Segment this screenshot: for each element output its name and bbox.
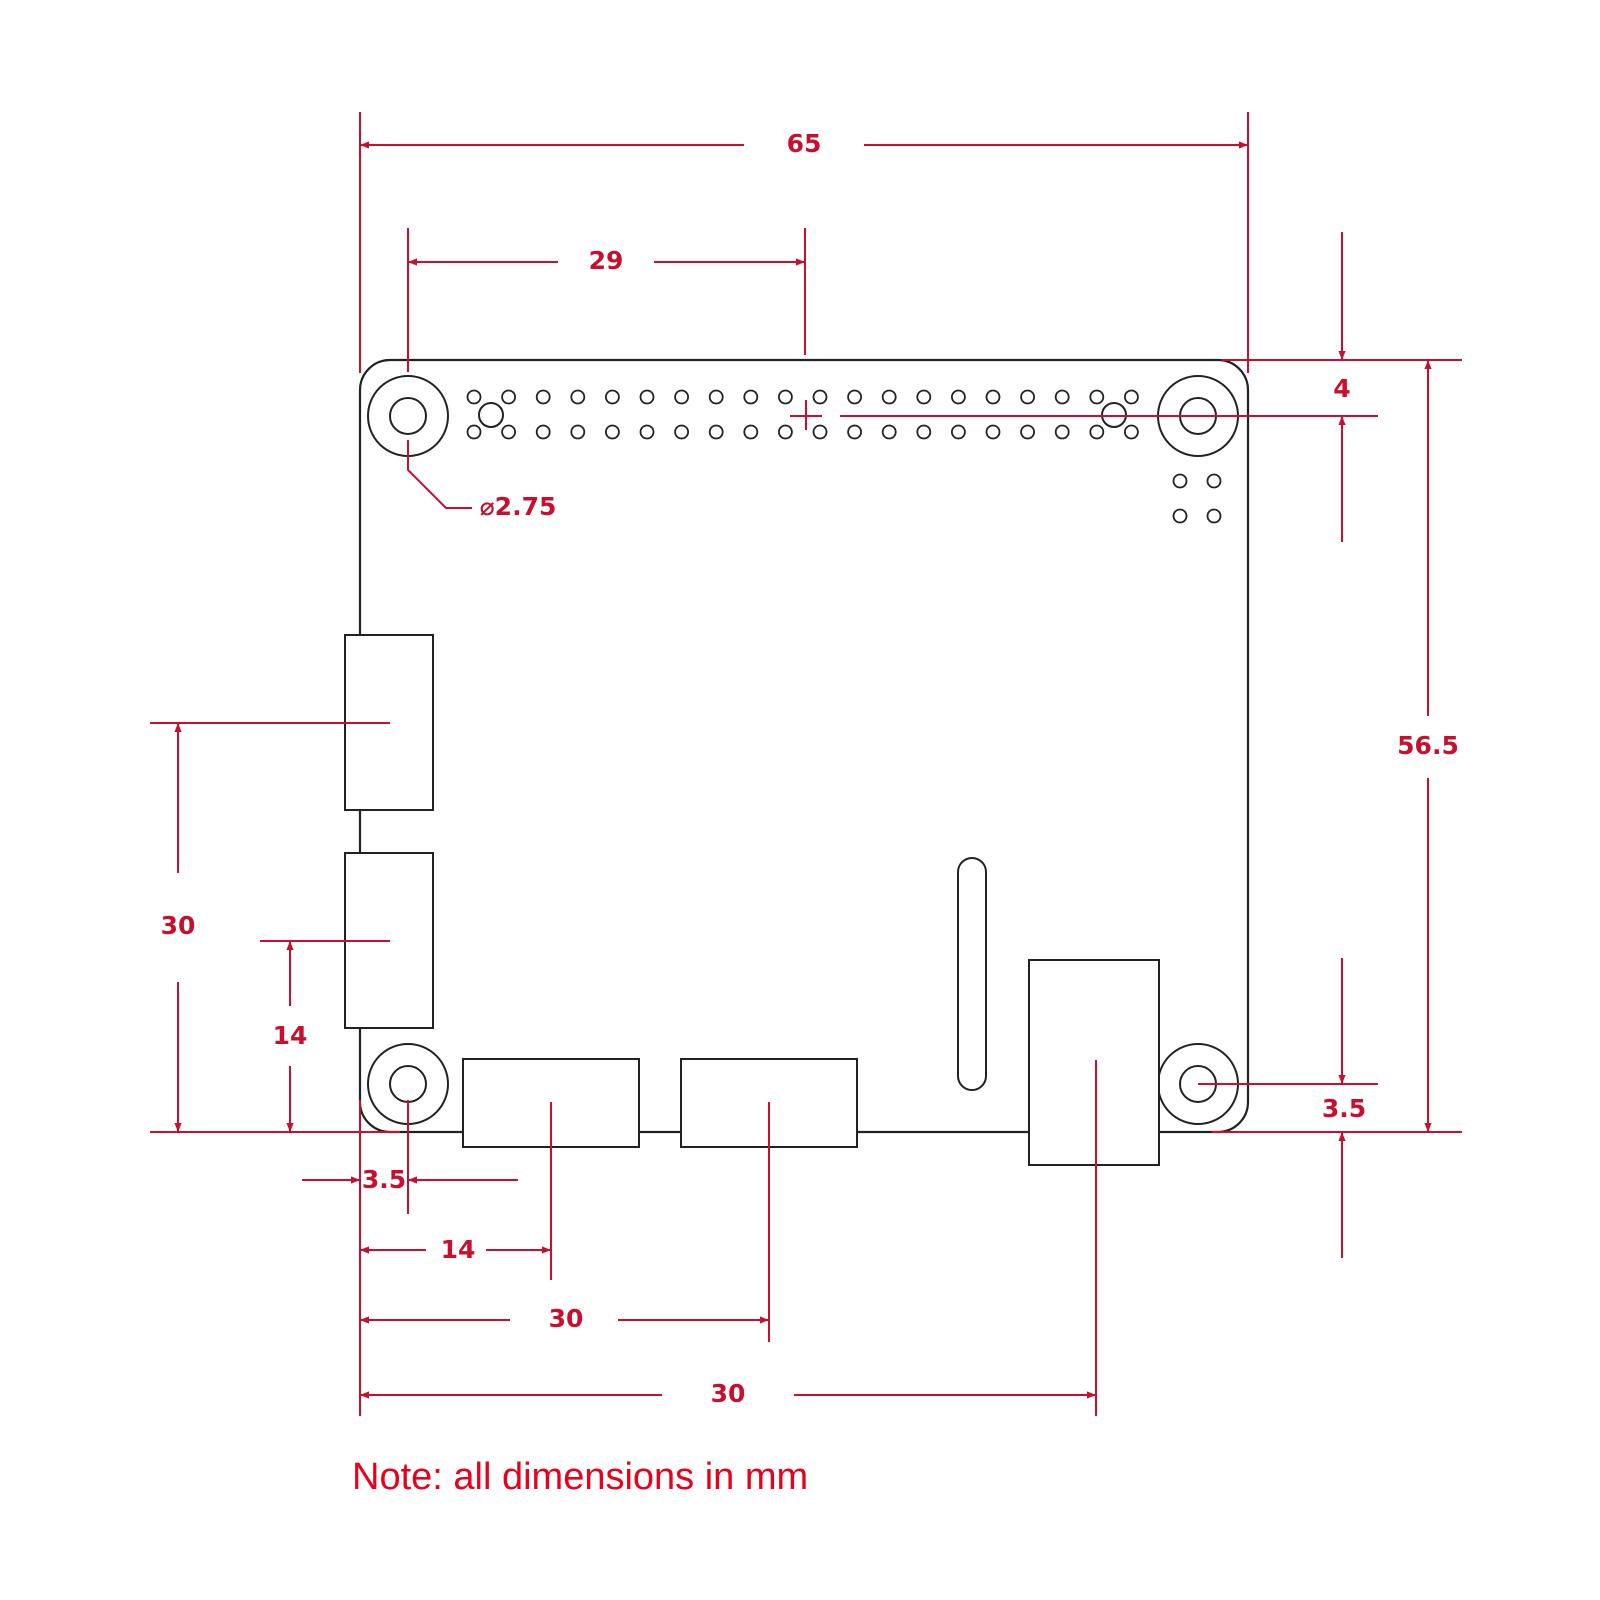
dim-header-offset: 4 xyxy=(790,232,1462,542)
header-pin xyxy=(605,424,620,440)
dim-bottom-second-label: 30 xyxy=(549,1304,584,1333)
header-pin xyxy=(951,424,966,440)
header-pin xyxy=(985,389,1001,405)
header-pin xyxy=(1054,424,1070,440)
header-pin xyxy=(501,389,517,405)
header-pin xyxy=(1124,424,1139,440)
dim-left-span: 30 xyxy=(150,722,400,1133)
header-pin xyxy=(985,424,1001,440)
header-pin xyxy=(743,424,759,440)
header-pin xyxy=(951,389,966,405)
dim-hole-pitch: 29 xyxy=(407,228,806,372)
dim-left-lower-label: 14 xyxy=(273,1021,308,1050)
small-pin xyxy=(1172,508,1188,524)
dim-board-height: 56.5 xyxy=(1212,360,1462,1133)
header-pin xyxy=(708,424,724,440)
header-pin xyxy=(812,424,828,440)
header-pin xyxy=(1020,389,1035,405)
dim-header-offset-label: 4 xyxy=(1333,374,1350,403)
header-pin xyxy=(881,424,897,440)
dim-hole-diameter-label: ⌀2.75 xyxy=(480,492,557,521)
header-pin xyxy=(778,424,793,440)
header-pin xyxy=(570,389,586,405)
header-pin xyxy=(466,424,482,440)
header-pin xyxy=(812,389,828,405)
header-pin xyxy=(1124,389,1139,405)
header-pin xyxy=(743,389,759,405)
header-pin xyxy=(570,424,586,440)
header-pin xyxy=(605,389,620,405)
small-pin xyxy=(1206,508,1222,524)
small-pin xyxy=(1206,473,1222,489)
header-pin xyxy=(847,424,862,440)
dim-corner-offset-y-label: 3.5 xyxy=(1322,1094,1366,1123)
pin-group-2x2 xyxy=(1172,473,1222,524)
header-pin xyxy=(466,389,482,405)
header-pin xyxy=(501,424,517,440)
header-pin xyxy=(1089,424,1105,440)
dim-hole-diameter: ⌀2.75 xyxy=(407,440,557,521)
header-pin xyxy=(535,389,551,405)
header-pin xyxy=(916,389,932,405)
header-pin xyxy=(778,389,793,405)
units-note: Note: all dimensions in mm xyxy=(352,1456,809,1498)
header-pin xyxy=(1020,424,1035,440)
dim-board-width-label: 65 xyxy=(787,129,822,158)
header-pin xyxy=(674,389,689,405)
dim-bottom-second: 30 xyxy=(360,1102,770,1342)
slot xyxy=(957,857,987,1091)
dim-left-lower: 14 xyxy=(260,940,390,1132)
dim-corner-offset-x-label: 3.5 xyxy=(362,1165,406,1194)
dim-bottom-first-label: 14 xyxy=(441,1235,476,1264)
header-pin xyxy=(881,389,897,405)
header-pin xyxy=(639,389,655,405)
header-pin xyxy=(639,424,655,440)
dim-hole-pitch-label: 29 xyxy=(589,246,624,275)
dim-corner-offset-y: 3.5 xyxy=(1198,958,1378,1258)
header-marker-left xyxy=(478,402,504,428)
header-pin xyxy=(535,424,551,440)
header-pin xyxy=(1054,389,1070,405)
dim-bottom-third: 30 xyxy=(360,1060,1097,1416)
small-pin xyxy=(1172,473,1188,489)
dim-board-height-label: 56.5 xyxy=(1397,731,1459,760)
header-pin xyxy=(847,389,862,405)
header-pin xyxy=(916,424,932,440)
dim-board-width: 65 xyxy=(359,112,1249,373)
header-pin xyxy=(708,389,724,405)
dim-corner-offset-x: 3.5 xyxy=(302,1100,518,1416)
dim-left-span-label: 30 xyxy=(161,911,196,940)
header-pin xyxy=(674,424,689,440)
gpio-header xyxy=(466,389,1139,440)
connector-bottom-3 xyxy=(1028,959,1160,1166)
dim-bottom-first: 14 xyxy=(360,1102,552,1280)
header-pin xyxy=(1089,389,1105,405)
dim-bottom-third-label: 30 xyxy=(711,1379,746,1408)
